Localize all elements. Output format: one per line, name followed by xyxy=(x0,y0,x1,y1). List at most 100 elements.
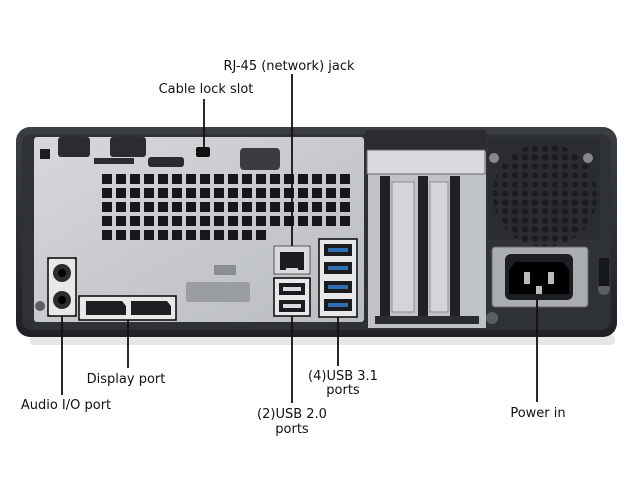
vent-hole xyxy=(130,188,140,198)
vent-hole xyxy=(172,202,182,212)
vent-hole xyxy=(340,188,350,198)
vent-hole xyxy=(130,202,140,212)
vent-hole xyxy=(284,216,294,226)
cable-lock-slot xyxy=(196,147,210,157)
vent-hole xyxy=(312,174,322,184)
vent-hole xyxy=(102,174,112,184)
vent-hole xyxy=(298,216,308,226)
vent-hole xyxy=(312,188,322,198)
vent-hole xyxy=(116,216,126,226)
vent-hole xyxy=(200,188,210,198)
vent-hole xyxy=(214,174,224,184)
vent-hole xyxy=(284,174,294,184)
vent-hole xyxy=(256,230,266,240)
screw xyxy=(35,301,45,311)
vent-hole xyxy=(270,174,280,184)
vent-hole xyxy=(130,230,140,240)
vent-hole xyxy=(102,188,112,198)
vent-hole xyxy=(144,230,154,240)
vent-hole xyxy=(228,202,238,212)
vent-hole xyxy=(326,216,336,226)
vent-hole xyxy=(186,188,196,198)
vent-hole xyxy=(186,202,196,212)
vent-hole xyxy=(144,202,154,212)
vent-hole xyxy=(214,188,224,198)
vent-grid xyxy=(102,174,350,240)
vent-hole xyxy=(284,202,294,212)
vent-hole xyxy=(242,188,252,198)
vent-hole xyxy=(214,216,224,226)
label-usb2-line2: ports xyxy=(275,422,309,437)
vent-hole xyxy=(242,216,252,226)
vent-hole xyxy=(172,188,182,198)
vent-hole xyxy=(158,230,168,240)
vent-hole xyxy=(102,216,112,226)
vent-hole xyxy=(340,174,350,184)
vent-hole xyxy=(116,188,126,198)
vent-hole xyxy=(144,216,154,226)
vent-hole xyxy=(200,174,210,184)
vent-hole xyxy=(130,216,140,226)
vent-hole xyxy=(270,188,280,198)
vent-hole xyxy=(256,188,266,198)
vent-hole xyxy=(158,202,168,212)
vent-hole xyxy=(186,230,196,240)
expansion-slots xyxy=(365,130,487,328)
label-display-port: Display port xyxy=(87,372,166,387)
vent-hole xyxy=(256,216,266,226)
vent-hole xyxy=(214,230,224,240)
audio-ports xyxy=(47,257,77,317)
vent-hole xyxy=(172,230,182,240)
vent-hole xyxy=(102,230,112,240)
vent-hole xyxy=(256,202,266,212)
label-usb3-line2: ports xyxy=(326,383,360,398)
vent-hole xyxy=(326,188,336,198)
vent-hole xyxy=(326,202,336,212)
vent-hole xyxy=(228,230,238,240)
service-panel xyxy=(186,282,250,302)
callout-lines xyxy=(61,74,538,403)
vent-hole xyxy=(158,216,168,226)
vent-hole xyxy=(284,188,294,198)
vent-hole xyxy=(256,174,266,184)
screw xyxy=(486,312,498,324)
vent-hole xyxy=(270,202,280,212)
vent-hole xyxy=(144,188,154,198)
vent-hole xyxy=(186,174,196,184)
vent-hole xyxy=(242,174,252,184)
vent-hole xyxy=(312,202,322,212)
vent-hole xyxy=(200,216,210,226)
vent-hole xyxy=(298,174,308,184)
vent-hole xyxy=(200,230,210,240)
vent-hole xyxy=(242,202,252,212)
rj45-jack xyxy=(273,245,311,275)
vent-hole xyxy=(186,216,196,226)
psu-fan-grill xyxy=(488,140,600,247)
label-cable-lock: Cable lock slot xyxy=(159,82,254,97)
label-power-in: Power in xyxy=(510,406,565,421)
vent-hole xyxy=(158,188,168,198)
knockout-1 xyxy=(58,137,90,157)
vent-hole xyxy=(270,216,280,226)
vent-hole xyxy=(158,174,168,184)
label-usb3-line1: (4)USB 3.1 xyxy=(308,369,378,384)
knockout-2 xyxy=(110,137,146,157)
vent-hole xyxy=(242,230,252,240)
vent-hole xyxy=(116,202,126,212)
vent-hole xyxy=(340,216,350,226)
vent-hole xyxy=(116,174,126,184)
display-ports xyxy=(78,295,177,321)
vent-hole xyxy=(214,202,224,212)
label-rj45: RJ-45 (network) jack xyxy=(223,59,355,74)
vent-hole xyxy=(340,202,350,212)
power-inlet xyxy=(491,246,589,308)
vent-hole xyxy=(228,188,238,198)
usb3-ports xyxy=(318,238,358,318)
label-audio-io: Audio I/O port xyxy=(21,398,111,413)
vent-hole xyxy=(298,202,308,212)
vent-hole xyxy=(326,174,336,184)
vent-hole xyxy=(200,202,210,212)
vent-hole xyxy=(144,174,154,184)
